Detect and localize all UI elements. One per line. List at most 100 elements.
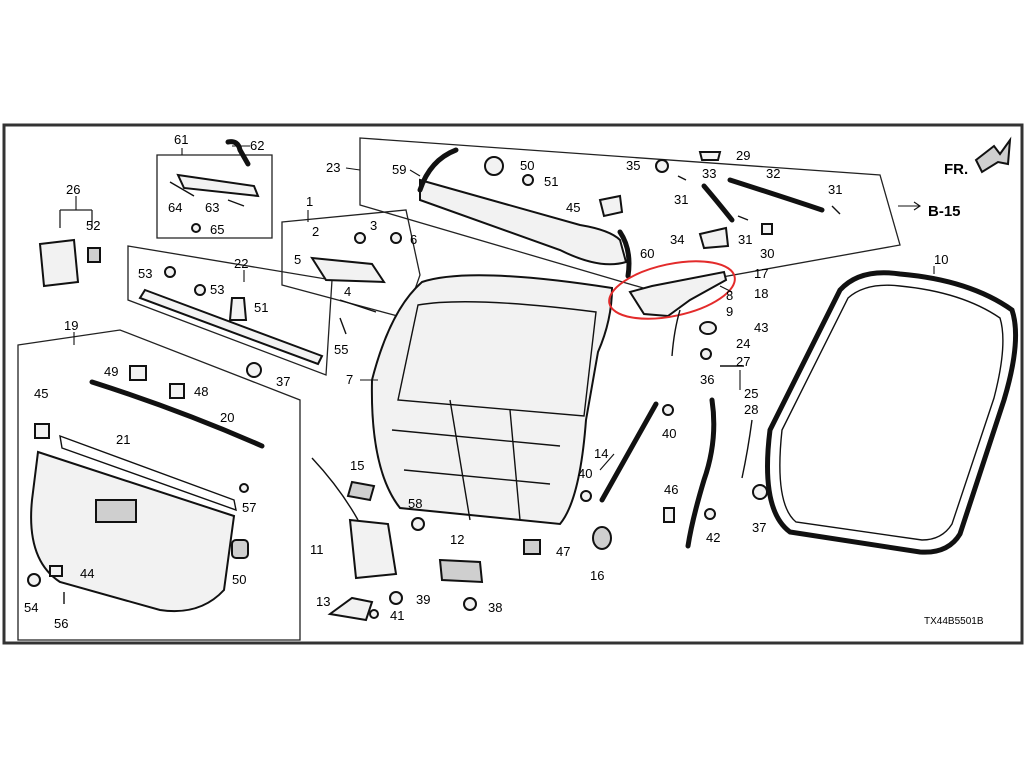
part-51-clip-b [522, 174, 534, 186]
callout-6: 6 [410, 232, 417, 247]
part-48-clip [169, 383, 185, 399]
part-35-grommet [655, 159, 669, 173]
callout-33: 33 [702, 166, 716, 181]
part-26-relay [38, 238, 80, 288]
part-63-clip [227, 199, 245, 207]
part-34-nozzle [698, 226, 730, 250]
callout-17: 17 [754, 266, 768, 281]
part-62-pipe [225, 139, 251, 167]
part-20-molding [89, 379, 265, 449]
callout-24: 24 [736, 336, 750, 351]
callout-44: 44 [80, 566, 94, 581]
part-32-hose [727, 177, 825, 213]
callout-37a: 37 [276, 374, 290, 389]
part-45-pad-a [34, 423, 50, 439]
part-59-seal [417, 147, 459, 193]
part-50-bumper-b [484, 156, 504, 176]
callout-64: 64 [168, 200, 182, 215]
leader-lines [73, 145, 935, 471]
callout-31b: 31 [738, 232, 752, 247]
part-29-clip [698, 151, 722, 161]
callout-53b: 53 [210, 282, 224, 297]
callout-4: 4 [344, 284, 351, 299]
part-53-clip-a [164, 266, 176, 278]
callout-39: 39 [416, 592, 430, 607]
callout-10: 10 [934, 252, 948, 267]
callout-7: 7 [346, 372, 353, 387]
callout-53a: 53 [138, 266, 152, 281]
callout-52: 52 [86, 218, 100, 233]
callout-48: 48 [194, 384, 208, 399]
part-42-bolt [704, 508, 716, 520]
callout-45a: 45 [34, 386, 48, 401]
part-50-bumper-a [231, 539, 249, 559]
callout-37b: 37 [752, 520, 766, 535]
group-frame-19 [17, 329, 301, 641]
part-10-weatherstrip-inner [779, 284, 1004, 541]
callout-50b: 50 [520, 158, 534, 173]
callout-40b: 40 [578, 466, 592, 481]
callout-32: 32 [766, 166, 780, 181]
callout-34: 34 [670, 232, 684, 247]
callout-28: 28 [744, 402, 758, 417]
group-frame-23 [359, 137, 901, 291]
callout-15: 15 [350, 458, 364, 473]
part-16-bumper [592, 526, 612, 550]
callout-51b: 51 [544, 174, 558, 189]
callout-58: 58 [408, 496, 422, 511]
callout-49: 49 [104, 364, 118, 379]
part-39-bolt [389, 591, 403, 605]
callout-46: 46 [664, 482, 678, 497]
callout-16: 16 [590, 568, 604, 583]
ref-label: B-15 [928, 203, 961, 220]
callout-27: 27 [736, 354, 750, 369]
callout-18: 18 [754, 286, 768, 301]
part-27-wire-harness [685, 397, 717, 549]
part-49-clip [129, 365, 147, 381]
callout-25: 25 [744, 386, 758, 401]
callout-3: 3 [370, 218, 377, 233]
callout-31c: 31 [828, 182, 842, 197]
part-11-cable [311, 457, 359, 521]
part-7-window-opening [397, 301, 597, 417]
callout-57: 57 [242, 500, 256, 515]
callout-59: 59 [392, 162, 406, 177]
part-64-strip [169, 181, 195, 197]
part-51-clip-a [228, 297, 248, 321]
callout-63: 63 [205, 200, 219, 215]
part-8-cable [671, 309, 681, 357]
callout-42: 42 [706, 530, 720, 545]
callout-35: 35 [626, 158, 640, 173]
callout-55: 55 [334, 342, 348, 357]
callout-40a: 40 [662, 426, 676, 441]
part-36-bolt [700, 348, 712, 360]
callout-26: 26 [66, 182, 80, 197]
group-frame-22 [127, 245, 333, 376]
part-61-high-mount-light [176, 173, 260, 198]
part-10-weatherstrip [765, 270, 1019, 555]
part-58-bolt [411, 517, 425, 531]
callout-62: 62 [250, 138, 264, 153]
part-5-motor [310, 256, 386, 284]
part-38-bolt [463, 597, 477, 611]
callout-41: 41 [390, 608, 404, 623]
callout-12: 12 [450, 532, 464, 547]
direction-arrow-icon [974, 136, 1012, 174]
part-44-nut [49, 565, 63, 577]
callout-21: 21 [116, 432, 130, 447]
callout-14: 14 [594, 446, 608, 461]
part-33-hose [701, 183, 735, 223]
part-6-nut [390, 232, 402, 244]
callout-29: 29 [736, 148, 750, 163]
callout-36: 36 [700, 372, 714, 387]
highlight-circle [608, 260, 736, 320]
callout-45b: 45 [566, 200, 580, 215]
callout-2: 2 [312, 224, 319, 239]
part-4-bracket [339, 299, 377, 313]
part-43-bumper [699, 321, 717, 335]
callout-8: 8 [726, 288, 733, 303]
part-30-nut [761, 223, 773, 235]
callout-9: 9 [726, 304, 733, 319]
part-37-bolt-a [246, 362, 262, 378]
callout-1: 1 [306, 194, 313, 209]
